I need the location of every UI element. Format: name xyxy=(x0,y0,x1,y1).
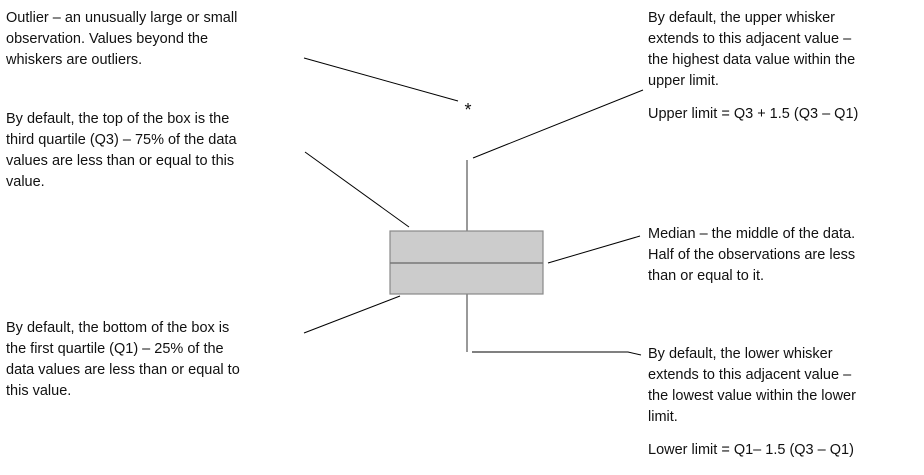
median-leader-line xyxy=(547,235,641,264)
q3-leader-line xyxy=(304,151,410,228)
lower-whisker-annotation: By default, the lower whisker extends to… xyxy=(648,346,856,425)
upper-limit-formula: Upper limit = Q3 + 1.5 (Q3 – Q1) xyxy=(648,106,859,122)
outlier-annotation: Outlier – an unusually large or small ob… xyxy=(6,10,238,68)
lower-limit-formula: Lower limit = Q1– 1.5 (Q3 – Q1) xyxy=(648,442,854,458)
upper-whisker-annotation: By default, the upper whisker extends to… xyxy=(648,10,856,89)
outlier-leader-line xyxy=(303,57,459,102)
lower-whisker-leader-line xyxy=(472,351,642,356)
median-annotation: Median – the middle of the data. Half of… xyxy=(648,226,856,284)
q3-annotation: By default, the top of the box is the th… xyxy=(6,111,237,190)
q1-leader-line xyxy=(303,295,401,334)
outlier-marker: * xyxy=(464,100,471,120)
q1-annotation: By default, the bottom of the box is the… xyxy=(6,320,240,399)
upper-whisker-leader-line xyxy=(472,89,644,159)
